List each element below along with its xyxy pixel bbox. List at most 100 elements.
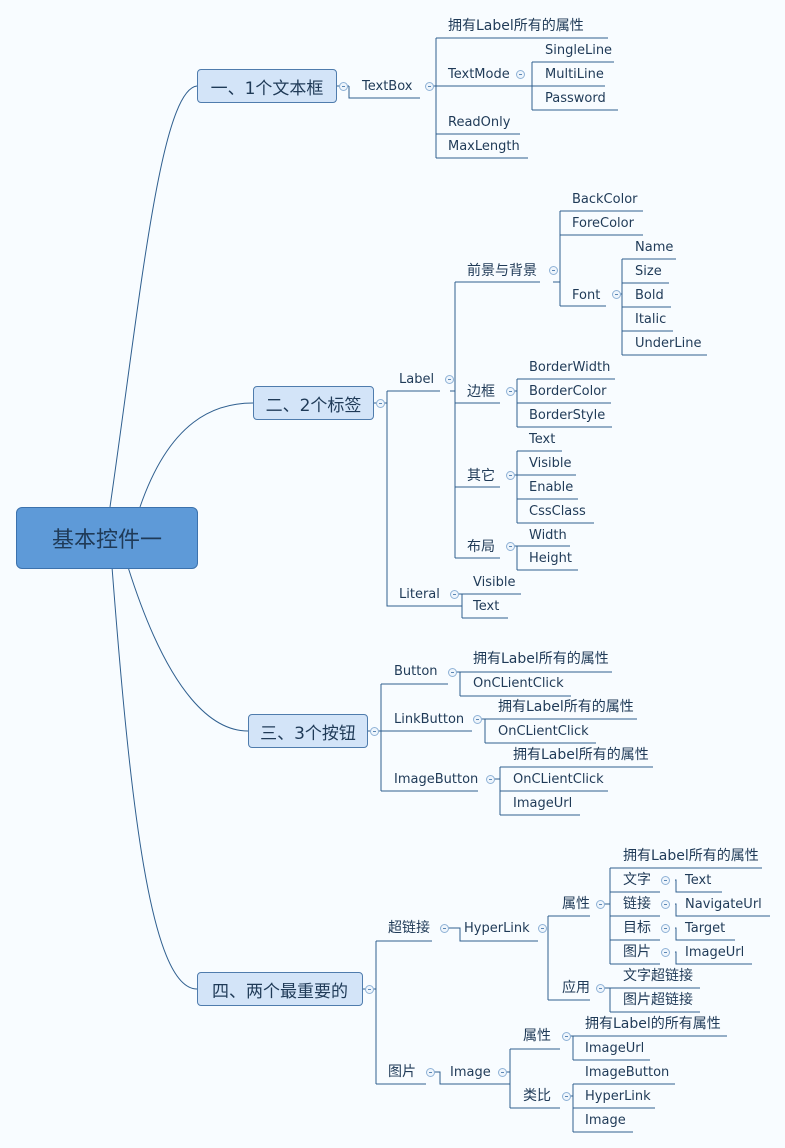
collapse-icon[interactable] [661,948,670,957]
collapse-icon[interactable] [538,924,547,933]
collapse-icon[interactable] [448,668,457,677]
node-tb-inherit[interactable]: 拥有Label所有的属性 [448,18,584,34]
node-hyperlink[interactable]: HyperLink [464,921,530,936]
node-hl-target[interactable]: Target [685,921,726,936]
collapse-icon[interactable] [596,984,605,993]
node-literal[interactable]: Literal [399,587,440,602]
node-image-props[interactable]: 属性 [523,1028,551,1044]
collapse-icon[interactable] [365,985,374,994]
node-font-underline[interactable]: UnderLine [635,336,702,351]
collapse-icon[interactable] [376,399,385,408]
node-other-enable[interactable]: Enable [529,480,574,495]
collapse-icon[interactable] [426,1068,435,1077]
collapse-icon[interactable] [516,70,525,79]
collapse-icon[interactable] [562,1092,571,1101]
node-imagebutton-click[interactable]: OnCLientClick [513,772,604,787]
node-hl-text-cn[interactable]: 文字 [623,872,651,888]
collapse-icon[interactable] [445,375,454,384]
collapse-icon[interactable] [661,924,670,933]
collapse-icon[interactable] [596,900,605,909]
collapse-icon[interactable] [549,266,558,275]
collapse-icon[interactable] [661,900,670,909]
node-image-cn[interactable]: 图片 [388,1064,416,1080]
node-font-size[interactable]: Size [635,264,662,279]
root-topic[interactable]: 基本控件一 [16,507,198,569]
node-analog-hyperlink[interactable]: HyperLink [585,1089,651,1104]
node-image[interactable]: Image [450,1065,491,1080]
node-image-imageurl[interactable]: ImageUrl [585,1041,645,1056]
node-hl-target-cn[interactable]: 目标 [623,920,651,936]
collapse-icon[interactable] [450,590,459,599]
node-font-italic[interactable]: Italic [635,312,667,327]
node-password[interactable]: Password [545,91,606,106]
node-literal-visible[interactable]: Visible [473,575,516,590]
node-other-text[interactable]: Text [529,432,556,447]
node-multiline[interactable]: MultiLine [545,67,604,82]
node-hl-imageurl[interactable]: ImageUrl [685,945,745,960]
collapse-icon[interactable] [425,82,434,91]
node-button[interactable]: Button [394,664,438,679]
node-singleline[interactable]: SingleLine [545,43,613,58]
node-analog-imagebutton[interactable]: ImageButton [585,1065,670,1080]
node-layout-width[interactable]: Width [529,528,567,543]
node-forecolor[interactable]: ForeColor [572,216,634,231]
collapse-icon[interactable] [473,715,482,724]
node-linkbutton-click[interactable]: OnCLientClick [498,724,589,739]
node-borderstyle[interactable]: BorderStyle [529,408,606,423]
branch-textbox[interactable]: 一、1个文本框 [197,69,337,103]
node-hl-image-cn[interactable]: 图片 [623,944,651,960]
node-image-inherit[interactable]: 拥有Label的所有属性 [585,1016,721,1032]
node-linkbutton-inherit[interactable]: 拥有Label所有的属性 [498,699,634,715]
node-borderwidth[interactable]: BorderWidth [529,360,611,375]
node-backcolor[interactable]: BackColor [572,192,638,207]
node-hyperlink-inherit[interactable]: 拥有Label所有的属性 [623,848,759,864]
collapse-icon[interactable] [661,876,670,885]
branch-important[interactable]: 四、两个最重要的 [197,972,363,1006]
node-hyperlink-use[interactable]: 应用 [562,980,590,996]
node-bordercolor[interactable]: BorderColor [529,384,607,399]
node-other[interactable]: 其它 [467,468,495,484]
node-layout[interactable]: 布局 [467,539,495,555]
node-font-name[interactable]: Name [635,240,674,255]
collapse-icon[interactable] [498,1068,507,1077]
collapse-icon[interactable] [562,1032,571,1041]
node-imagebutton[interactable]: ImageButton [394,772,479,787]
collapse-icon[interactable] [506,471,515,480]
collapse-icon[interactable] [506,387,515,396]
node-label[interactable]: Label [399,372,435,387]
node-hl-link-cn[interactable]: 链接 [623,896,651,912]
node-linkbutton[interactable]: LinkButton [394,712,465,727]
node-hyperlink-props[interactable]: 属性 [562,896,590,912]
node-imagebutton-imageurl[interactable]: ImageUrl [513,796,573,811]
collapse-icon[interactable] [339,82,348,91]
node-hl-use-image[interactable]: 图片超链接 [623,992,693,1008]
node-maxlength[interactable]: MaxLength [448,139,520,154]
collapse-icon[interactable] [440,924,449,933]
node-readonly[interactable]: ReadOnly [448,115,511,130]
node-other-visible[interactable]: Visible [529,456,572,471]
node-button-click[interactable]: OnCLientClick [473,676,564,691]
node-textbox[interactable]: TextBox [362,79,413,94]
collapse-icon[interactable] [612,290,621,299]
node-border[interactable]: 边框 [467,384,495,400]
node-other-cssclass[interactable]: CssClass [529,504,586,519]
node-textmode[interactable]: TextMode [448,67,510,82]
node-analog-image[interactable]: Image [585,1113,626,1128]
node-layout-height[interactable]: Height [529,551,572,566]
branch-buttons[interactable]: 三、3个按钮 [248,714,368,748]
node-image-analog[interactable]: 类比 [523,1088,551,1104]
collapse-icon[interactable] [486,775,495,784]
node-fg-bg[interactable]: 前景与背景 [467,263,537,279]
node-font-bold[interactable]: Bold [635,288,664,303]
collapse-icon[interactable] [370,727,379,736]
node-font[interactable]: Font [572,288,601,303]
node-hl-navigateurl[interactable]: NavigateUrl [685,897,762,912]
node-literal-text[interactable]: Text [473,599,500,614]
collapse-icon[interactable] [506,542,515,551]
branch-labels[interactable]: 二、2个标签 [253,386,374,420]
node-button-inherit[interactable]: 拥有Label所有的属性 [473,651,609,667]
node-imagebutton-inherit[interactable]: 拥有Label所有的属性 [513,747,649,763]
node-hl-use-text[interactable]: 文字超链接 [623,968,693,984]
node-hl-text[interactable]: Text [685,873,712,888]
node-hyperlink-cn[interactable]: 超链接 [388,920,430,936]
